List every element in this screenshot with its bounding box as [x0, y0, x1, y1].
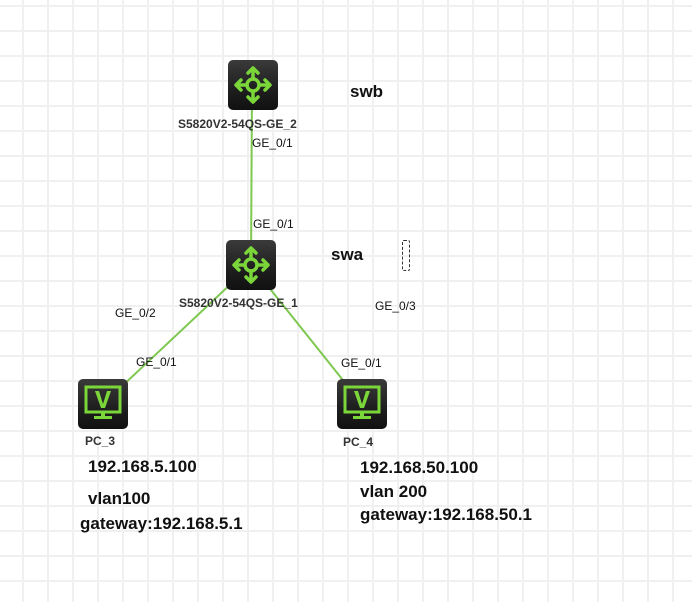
device-label-swa: S5820V2-54QS-GE_1 — [179, 296, 298, 310]
device-pc3[interactable] — [78, 379, 128, 429]
link-swb-swa[interactable] — [250, 83, 253, 266]
router-switch-icon — [234, 66, 272, 104]
pc4-vlan-note: vlan 200 — [360, 482, 428, 501]
port-label-swa-ge03: GE_0/3 — [375, 299, 416, 313]
port-label-swb-ge01: GE_0/1 — [252, 136, 293, 150]
device-pc4[interactable] — [337, 379, 387, 429]
port-label-pc3-ge01: GE_0/1 — [136, 355, 177, 369]
device-name-swb: swb — [350, 82, 384, 101]
pc3-vlan-note: vlan100 — [88, 489, 151, 508]
device-swb[interactable] — [228, 60, 278, 110]
pc-monitor-icon — [343, 385, 381, 419]
device-label-pc3: PC_3 — [85, 434, 116, 448]
port-label-swa-ge01: GE_0/1 — [253, 217, 294, 231]
device-label-swb: S5820V2-54QS-GE_2 — [178, 117, 297, 131]
pc-monitor-icon — [84, 385, 122, 419]
router-switch-icon — [232, 246, 270, 284]
selection-box[interactable] — [402, 240, 410, 271]
device-name-swa: swa — [331, 245, 364, 264]
pc3-ip-note: 192.168.5.100 — [88, 457, 197, 476]
pc4-gateway-note: gateway:192.168.50.1 — [360, 505, 533, 524]
device-label-pc4: PC_4 — [343, 435, 374, 449]
port-label-swa-ge02: GE_0/2 — [115, 306, 156, 320]
port-label-pc4-ge01: GE_0/1 — [341, 356, 382, 370]
device-swa[interactable] — [226, 240, 276, 290]
pc3-gateway-note: gateway:192.168.5.1 — [80, 514, 243, 533]
pc4-ip-note: 192.168.50.100 — [360, 458, 479, 477]
